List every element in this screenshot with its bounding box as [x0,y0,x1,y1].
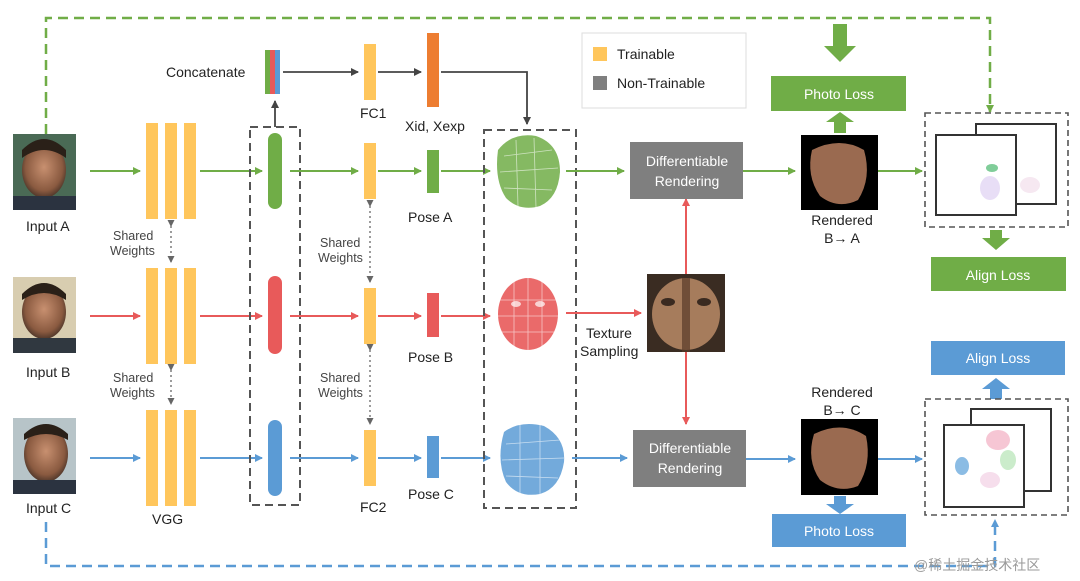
flow-maps-a [935,123,1057,216]
flow-group-box-a [924,112,1069,228]
feature-vector-a [268,133,282,209]
fc2-layer-a [364,143,376,199]
legend: Trainable Non-Trainable [581,32,747,109]
flow-maps-c [943,408,1052,508]
mesh-c [500,424,565,496]
photo-loss-c-box [772,514,906,547]
legend-trainable-label: Trainable [617,46,675,62]
flow-group-box-c [924,398,1069,516]
pose-b-label: Pose B [408,349,453,365]
concatenated-vector [265,50,280,94]
vgg-encoder-b [146,268,196,364]
fc1-label: FC1 [360,105,387,121]
align-loss-a-box [931,257,1066,291]
vgg-encoder-c [146,410,196,506]
green-dashed-loop [44,16,994,134]
photo-loss-c-down-arrow [826,496,854,514]
align-loss-c-box [931,341,1065,375]
texture-image [647,274,725,352]
pose-a-label: Pose A [408,209,453,225]
mesh-b [498,278,558,350]
input-a-photo [13,134,76,210]
vgg-label: VGG [152,511,183,527]
align-loss-a-down-arrow [982,230,1010,250]
align-loss-a-label: Align Loss [966,267,1031,283]
xid-xexp-vector [427,33,439,107]
legend-trainable-swatch [593,47,607,61]
blue-dashed-loop [44,519,999,568]
mesh-group-box [483,129,577,509]
input-c-label: Input C [26,500,71,516]
pose-c-label: Pose C [408,486,454,502]
watermark: @稀土掘金技术社区 [914,557,1040,573]
align-loss-c-up-arrow [982,378,1010,399]
photo-loss-c-label: Photo Loss [804,523,874,539]
photo-loss-a-up-arrow [826,112,854,133]
input-b-label: Input B [26,364,70,380]
fc2-layer-c [364,430,376,486]
pose-vector-b [427,293,439,337]
rendered-image-a [801,135,878,210]
align-loss-c-label: Align Loss [966,350,1031,366]
legend-non-trainable-swatch [593,76,607,90]
photo-loss-a-label: Photo Loss [804,86,874,102]
xid-xexp-label: Xid, Xexp [405,118,465,134]
input-b-photo [13,277,76,353]
vgg-encoder-a [146,123,196,219]
pose-vector-a [427,150,439,193]
input-c-photo [13,418,76,494]
arrow-xid-to-3dmm [441,71,531,125]
photo-loss-a-box [771,76,906,111]
concatenate-label: Concatenate [166,64,246,80]
photo-loss-a-down-arrow [824,24,856,62]
legend-non-trainable-label: Non-Trainable [617,75,705,91]
fc2-label: FC2 [360,499,387,515]
feature-vector-c [268,420,282,496]
rendered-image-c [801,419,878,495]
pose-vector-c [427,436,439,478]
fc2-layer-b [364,288,376,344]
feature-vector-b [268,276,282,354]
input-a-label: Input A [26,218,70,234]
fc1-layer [364,44,376,100]
mesh-a [497,135,560,209]
